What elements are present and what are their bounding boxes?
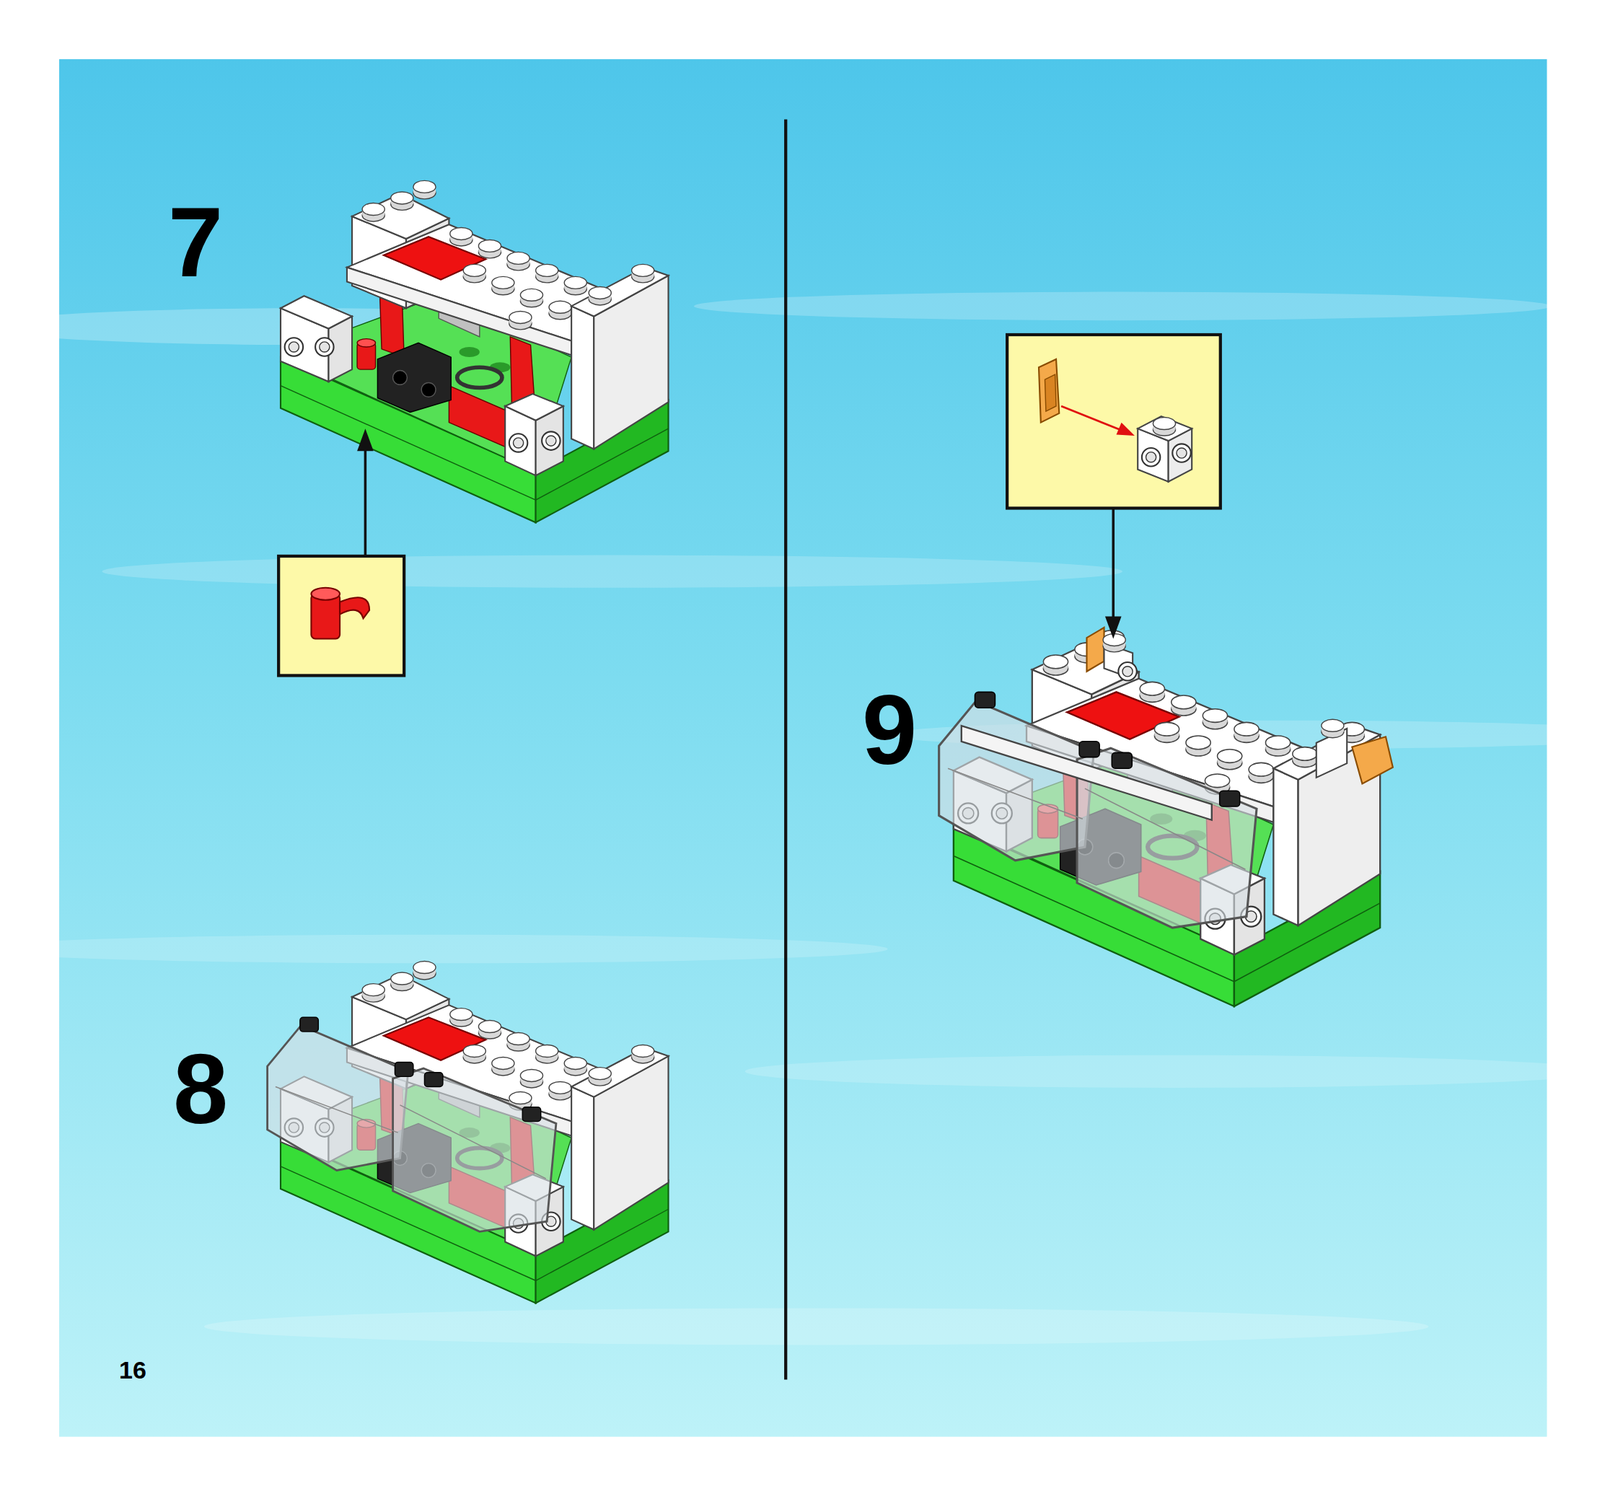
step-9-callout-part (1116, 422, 1135, 436)
page-background-part (0, 934, 889, 964)
step-9-model-part (961, 725, 1212, 821)
step-9-callout-part (1141, 447, 1160, 467)
step-9-lights-part (1102, 633, 1126, 652)
step-9-model (939, 630, 1381, 1007)
step-9-callout-part (1172, 443, 1191, 462)
step-9-callout-part (1105, 616, 1122, 639)
step-8-model-part (267, 1017, 557, 1232)
step-9-callout-part (1044, 374, 1057, 412)
step-7-callout-part (357, 428, 374, 451)
step-9-callout-part (1007, 334, 1221, 508)
step-8-model (267, 961, 669, 1304)
page-number: 16 (119, 1357, 147, 1383)
page-background-part (59, 59, 1547, 1437)
step-9-callout-part (1061, 406, 1123, 431)
step-9-lights-part (1321, 719, 1344, 738)
step-9-model-part (939, 691, 1257, 928)
step-7-model-part (280, 180, 669, 523)
step-7-model (280, 180, 669, 523)
step-9-callout-part (1152, 417, 1176, 436)
divider-line (784, 119, 788, 1380)
step-number: 8 (173, 1039, 228, 1139)
step-9-lights-part (1086, 627, 1104, 672)
page-background (0, 59, 1600, 1437)
step-9-callout (1007, 334, 1221, 640)
step-9-callout-part (1038, 359, 1059, 423)
step-number: 7 (168, 192, 223, 292)
page-background-part (693, 292, 1551, 322)
step-7-callout (278, 428, 404, 676)
step-7-callout-part (364, 448, 368, 557)
step-9-callout-part (1111, 507, 1115, 617)
step-7-callout-part (339, 597, 370, 619)
step-9-lights (1086, 627, 1393, 784)
page-background-part (101, 555, 1123, 588)
page-background-part (745, 1055, 1600, 1088)
step-9-callout-part (1137, 416, 1192, 441)
step-7-callout-part (278, 556, 404, 676)
page-background-part (204, 1307, 1429, 1345)
step-9-lights-part (1351, 736, 1393, 784)
step-7-callout-part (310, 587, 340, 601)
step-number: 9 (862, 680, 917, 780)
step-9-lights-part (1118, 662, 1137, 681)
